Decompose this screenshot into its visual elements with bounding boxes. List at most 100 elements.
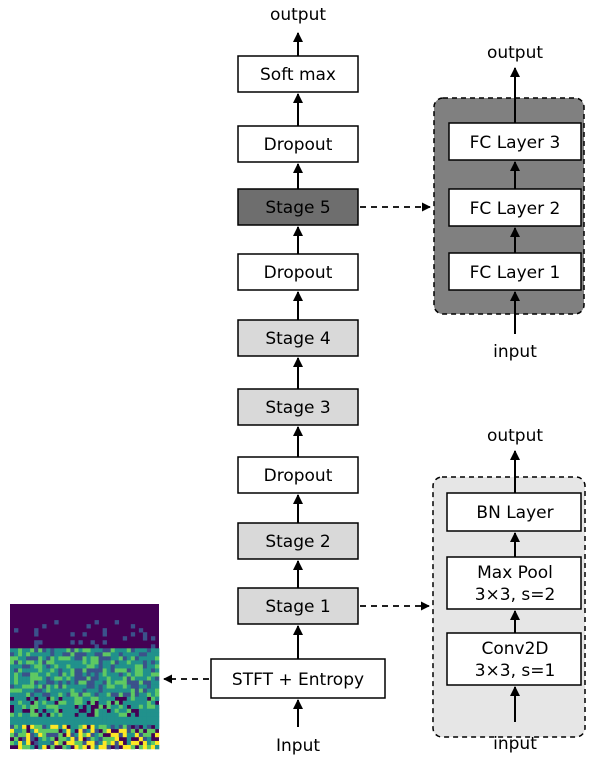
spectrogram-cell (82, 656, 87, 661)
spectrogram-cell (50, 648, 55, 653)
spectrogram-cell (50, 744, 55, 750)
spectrogram-cell (34, 700, 39, 705)
spectrogram-cell (114, 620, 120, 625)
spectrogram-cell (50, 732, 55, 738)
spectrogram-cell (138, 628, 144, 633)
spectrogram-cell (54, 688, 59, 693)
block-dropout-top-label: Dropout (264, 135, 333, 155)
spectrogram-cell (58, 672, 63, 677)
spectrogram-cell (138, 720, 144, 726)
spectrogram-cell (94, 696, 99, 701)
spectrogram-cell (110, 688, 116, 693)
spectrogram-cell (74, 676, 79, 681)
spectrogram-cell (106, 668, 111, 673)
spectrogram-cell (114, 744, 120, 750)
spectrogram-cell (130, 720, 136, 726)
spectrogram-cell (34, 664, 39, 669)
spectrogram-cell (94, 712, 99, 718)
spectrogram-cell (86, 656, 91, 661)
spectrogram-cell (78, 700, 83, 705)
spectrogram-cell (122, 744, 128, 750)
spectrogram-cell (34, 648, 39, 653)
spectrogram-cell (130, 672, 136, 677)
spectrogram-cell (30, 656, 35, 661)
spectrogram-cell (70, 648, 75, 653)
spectrogram-cell (98, 712, 103, 718)
spectrogram-cell (42, 672, 47, 677)
spectrogram-cell (150, 676, 156, 681)
spectrogram-cell (34, 656, 39, 661)
spectrogram-cell (126, 652, 132, 657)
spectrogram-cell (94, 664, 99, 669)
spectrogram-cell (38, 700, 43, 705)
spectrogram-cell (146, 732, 152, 738)
spectrogram-cell (86, 680, 91, 685)
spectrogram-cell (50, 740, 55, 746)
spectrogram-cell (74, 724, 79, 730)
spectrogram-cell (134, 648, 140, 653)
spectrogram-cell (110, 668, 116, 673)
block-dropout-top (237, 125, 359, 163)
spectrogram-cell (34, 672, 39, 677)
spectrogram-cell (54, 652, 59, 657)
spectrogram-cell (126, 744, 132, 750)
spectrogram-cell (70, 640, 75, 645)
spectrogram-cell (74, 668, 79, 673)
spectrogram-cell (78, 664, 83, 669)
spectrogram-cell (102, 736, 107, 742)
spectrogram-cell (138, 668, 144, 673)
spectrogram-cell (58, 700, 63, 705)
spectrogram-cell (26, 660, 31, 665)
spectrogram-cell (58, 740, 63, 746)
spectrogram-cell (42, 724, 47, 730)
spectrogram-cell (122, 648, 128, 653)
spectrogram-cell (70, 660, 75, 665)
spectrogram-cell (94, 724, 99, 730)
spectrogram-cell (122, 732, 128, 738)
spectrogram-cell (102, 724, 107, 730)
spectrogram-cell (30, 680, 35, 685)
spectrogram-cell (26, 744, 31, 750)
spectrogram-cell (42, 716, 47, 722)
spectrogram-cell (74, 716, 79, 722)
spectrogram-cell (22, 684, 27, 689)
spectrogram-cell (38, 696, 43, 701)
spectrogram-cell (46, 692, 51, 697)
spectrogram-cell (58, 668, 63, 673)
spectrogram-cell (90, 732, 95, 738)
spectrogram-cell (94, 668, 99, 673)
spectrogram-cell (18, 688, 23, 693)
spectrogram-cell (98, 744, 103, 750)
spectrogram-cell (154, 692, 160, 697)
spectrogram-cell (106, 672, 111, 677)
spectrogram-cell (94, 648, 99, 653)
spectrogram-cell (74, 688, 79, 693)
spectrogram-cell (58, 736, 63, 742)
spectrogram-cell (18, 664, 23, 669)
spectrogram-cell (10, 648, 15, 653)
spectrogram-cell (66, 700, 71, 705)
spectrogram-cell (26, 692, 31, 697)
spectrogram-cell (106, 724, 111, 730)
spectrogram-cell (130, 712, 136, 718)
spectrogram-cell (118, 684, 124, 689)
spectrogram-cell (78, 656, 83, 661)
spectrogram-cell (30, 676, 35, 681)
block-stage-5-label: Stage 5 (265, 198, 330, 218)
spectrogram-cell (134, 676, 140, 681)
spectrogram-cell (130, 648, 136, 653)
spectrogram-cell (90, 728, 95, 734)
spectrogram-cell (26, 680, 31, 685)
spectrogram-cell (54, 664, 59, 669)
spectrogram-cell (30, 720, 35, 726)
spectrogram-cell (62, 728, 67, 734)
spectrogram-cell (10, 692, 15, 697)
spectrogram-cell (86, 684, 91, 689)
block-dropout-middle-label: Dropout (264, 263, 333, 283)
spectrogram-cell (142, 712, 148, 718)
spectrogram-cell (30, 652, 35, 657)
spectrogram-cell (54, 648, 59, 653)
spectrogram-cell (82, 712, 87, 718)
spectrogram-cell (126, 660, 132, 665)
spectrogram-cell (30, 696, 35, 701)
